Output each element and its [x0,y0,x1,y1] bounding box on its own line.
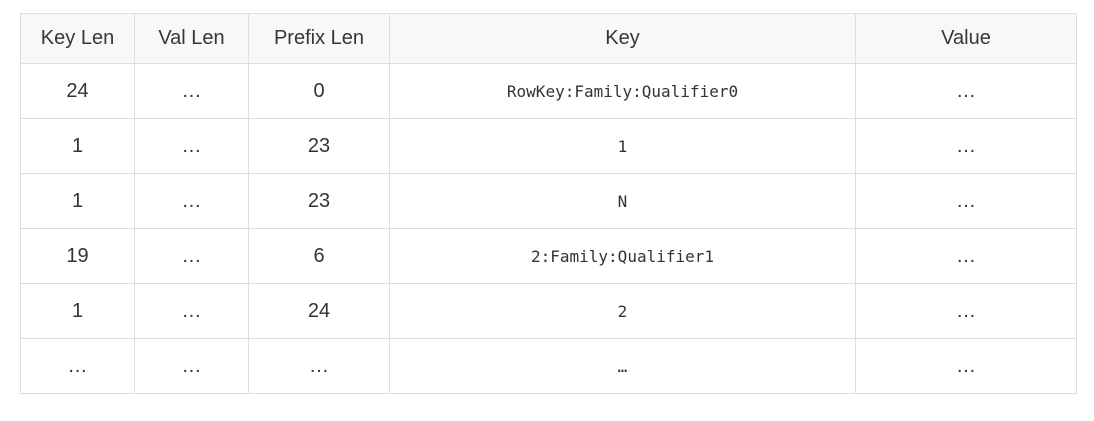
cell-key-len: 1 [20,118,135,174]
table-row: 1 … 23 1 … [20,118,1077,174]
key-prefix-compression-table: Key Len Val Len Prefix Len Key Value 24 … [20,13,1077,394]
cell-value: … [855,173,1077,229]
cell-prefix-len: 23 [248,118,390,174]
cell-key: 2:Family:Qualifier1 [389,228,856,284]
header-row: Key Len Val Len Prefix Len Key Value [20,13,1077,64]
cell-prefix-len: 6 [248,228,390,284]
cell-val-len: … [134,228,249,284]
cell-value: … [855,63,1077,119]
cell-val-len: … [134,283,249,339]
cell-key-len: 19 [20,228,135,284]
header-cell-value: Value [855,13,1077,64]
cell-value: … [855,338,1077,394]
table-row: 1 … 23 N … [20,173,1077,229]
cell-key-len: … [20,338,135,394]
cell-key: … [389,338,856,394]
cell-key-len: 24 [20,63,135,119]
table-row: 1 … 24 2 … [20,283,1077,339]
cell-key-len: 1 [20,283,135,339]
cell-val-len: … [134,118,249,174]
cell-key: N [389,173,856,229]
cell-value: … [855,228,1077,284]
table-row: 19 … 6 2:Family:Qualifier1 … [20,228,1077,284]
cell-val-len: … [134,173,249,229]
cell-prefix-len: 24 [248,283,390,339]
header-cell-key: Key [389,13,856,64]
cell-val-len: … [134,338,249,394]
table-row: 24 … 0 RowKey:Family:Qualifier0 … [20,63,1077,119]
cell-value: … [855,283,1077,339]
cell-key: 2 [389,283,856,339]
table-row: … … … … … [20,338,1077,394]
header-cell-prefix-len: Prefix Len [248,13,390,64]
cell-value: … [855,118,1077,174]
cell-prefix-len: 0 [248,63,390,119]
cell-val-len: … [134,63,249,119]
cell-key: RowKey:Family:Qualifier0 [389,63,856,119]
cell-prefix-len: … [248,338,390,394]
header-cell-key-len: Key Len [20,13,135,64]
cell-key-len: 1 [20,173,135,229]
cell-key: 1 [389,118,856,174]
header-cell-val-len: Val Len [134,13,249,64]
cell-prefix-len: 23 [248,173,390,229]
